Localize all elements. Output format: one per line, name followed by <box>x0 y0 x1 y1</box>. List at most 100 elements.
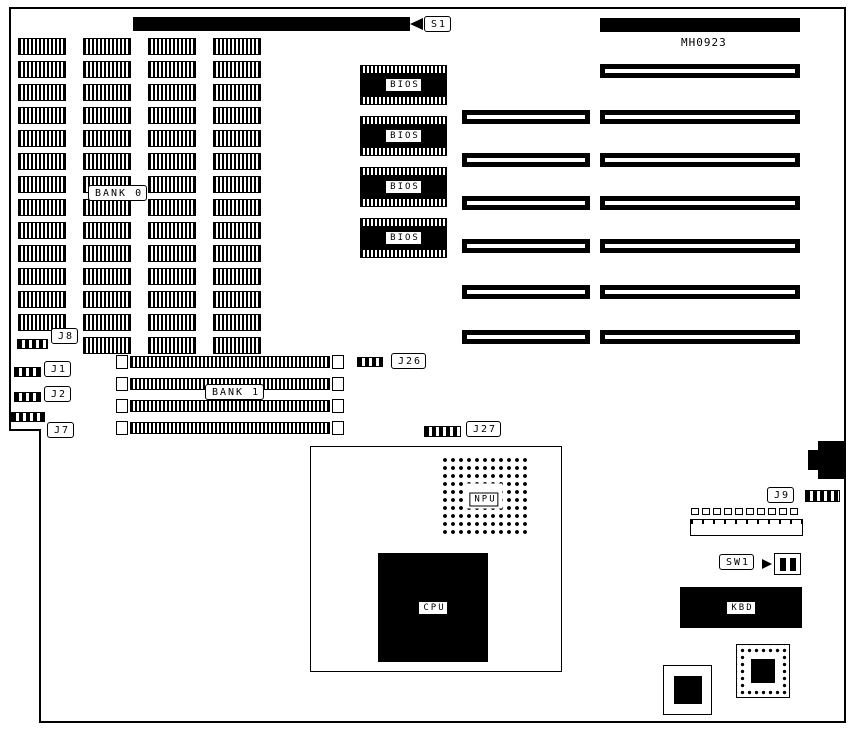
expansion-slot <box>600 153 800 167</box>
pin-row-icon <box>360 147 447 156</box>
j8-connector <box>17 339 48 349</box>
dram-chip <box>83 84 131 101</box>
j27-label: J27 <box>466 421 502 437</box>
dram-chip <box>83 61 131 78</box>
dram-chip <box>148 314 196 331</box>
dram-chip <box>18 176 66 193</box>
dram-chip <box>83 107 131 124</box>
plcc-chip <box>736 644 790 698</box>
dram-chip <box>148 61 196 78</box>
connector-pin <box>735 508 743 515</box>
expansion-slot <box>462 196 590 210</box>
bios-label: BIOS <box>385 129 422 143</box>
j9-label: J9 <box>767 487 795 503</box>
bios-label: BIOS <box>385 78 422 92</box>
dram-chip <box>213 199 261 216</box>
npu-center: NPU <box>465 483 503 509</box>
dram-chip <box>18 84 66 101</box>
dram-chip <box>213 38 261 55</box>
dram-chip <box>148 153 196 170</box>
dram-chip <box>148 107 196 124</box>
dip-switch-lever <box>789 557 796 571</box>
dram-chip <box>148 337 196 354</box>
bios-label: BIOS <box>385 180 422 194</box>
s1-slot <box>133 17 410 31</box>
arrow-left-icon <box>410 18 423 30</box>
simm-socket-end <box>116 377 128 391</box>
connector-pin <box>713 508 721 515</box>
dram-chip <box>213 84 261 101</box>
dram-chip <box>148 291 196 308</box>
plcc-chip-core <box>746 654 780 688</box>
expansion-slot <box>462 110 590 124</box>
bios-chip-1: BIOS <box>360 65 447 105</box>
pin-row-icon <box>360 198 447 207</box>
square-chip <box>663 665 712 715</box>
j7-label: J7 <box>47 422 75 438</box>
dram-chip <box>148 245 196 262</box>
dram-chip <box>213 130 261 147</box>
dram-chip <box>18 153 66 170</box>
dram-chip <box>213 337 261 354</box>
pin-row-icon <box>360 218 447 227</box>
expansion-slot <box>462 285 590 299</box>
dram-chip <box>18 38 66 55</box>
cpu-chip: CPU <box>378 553 488 662</box>
dram-chip <box>213 176 261 193</box>
keyboard-din-connector-tab <box>808 450 820 470</box>
connector-pin <box>746 508 754 515</box>
simm-module <box>130 356 330 368</box>
j27-connector <box>424 426 461 437</box>
j8-label: J8 <box>51 328 79 344</box>
bank1-label: BANK 1 <box>205 384 265 400</box>
dram-chip <box>213 268 261 285</box>
dram-chip <box>83 268 131 285</box>
connector-pin <box>757 508 765 515</box>
connector-pin <box>724 508 732 515</box>
simm-socket-end <box>116 421 128 435</box>
arrow-right-icon <box>762 559 772 569</box>
simm-module <box>130 400 330 412</box>
keyboard-controller: KBD <box>680 587 802 628</box>
dram-chip <box>148 199 196 216</box>
simm-socket-end <box>332 421 344 435</box>
bios-chip-body: BIOS <box>360 227 447 249</box>
npu-label: NPU <box>469 492 499 507</box>
simm-socket-end <box>332 355 344 369</box>
bios-chip-4: BIOS <box>360 218 447 258</box>
dram-chip <box>148 38 196 55</box>
expansion-slot <box>462 239 590 253</box>
dram-chip <box>18 199 66 216</box>
pin-row-icon <box>360 249 447 258</box>
dram-chip <box>83 314 131 331</box>
keyboard-din-connector <box>818 441 845 479</box>
expansion-slot <box>600 64 800 78</box>
pin-row-icon <box>360 96 447 105</box>
dram-chip <box>213 245 261 262</box>
j26-connector <box>357 357 383 367</box>
dram-chip <box>83 199 131 216</box>
bios-chip-body: BIOS <box>360 74 447 96</box>
dram-chip <box>213 314 261 331</box>
pin-row-icon <box>360 116 447 125</box>
bios-chip-2: BIOS <box>360 116 447 156</box>
dram-chip <box>148 268 196 285</box>
part-number: MH0923 <box>681 36 727 49</box>
kbd-label: KBD <box>726 600 756 615</box>
dram-chip <box>18 130 66 147</box>
j9-connector <box>805 490 840 502</box>
expansion-slot <box>600 18 800 32</box>
dram-chip <box>83 153 131 170</box>
simm-socket-end <box>332 377 344 391</box>
simm-socket-end <box>332 399 344 413</box>
connector-pin <box>691 508 699 515</box>
expansion-slot <box>600 110 800 124</box>
dram-chip <box>148 130 196 147</box>
dram-chip <box>83 291 131 308</box>
connector-pin <box>768 508 776 515</box>
dip-switch-lever <box>779 557 786 571</box>
expansion-slot <box>462 330 590 344</box>
dip-switch <box>774 553 801 575</box>
npu-socket: NPU <box>440 455 528 537</box>
